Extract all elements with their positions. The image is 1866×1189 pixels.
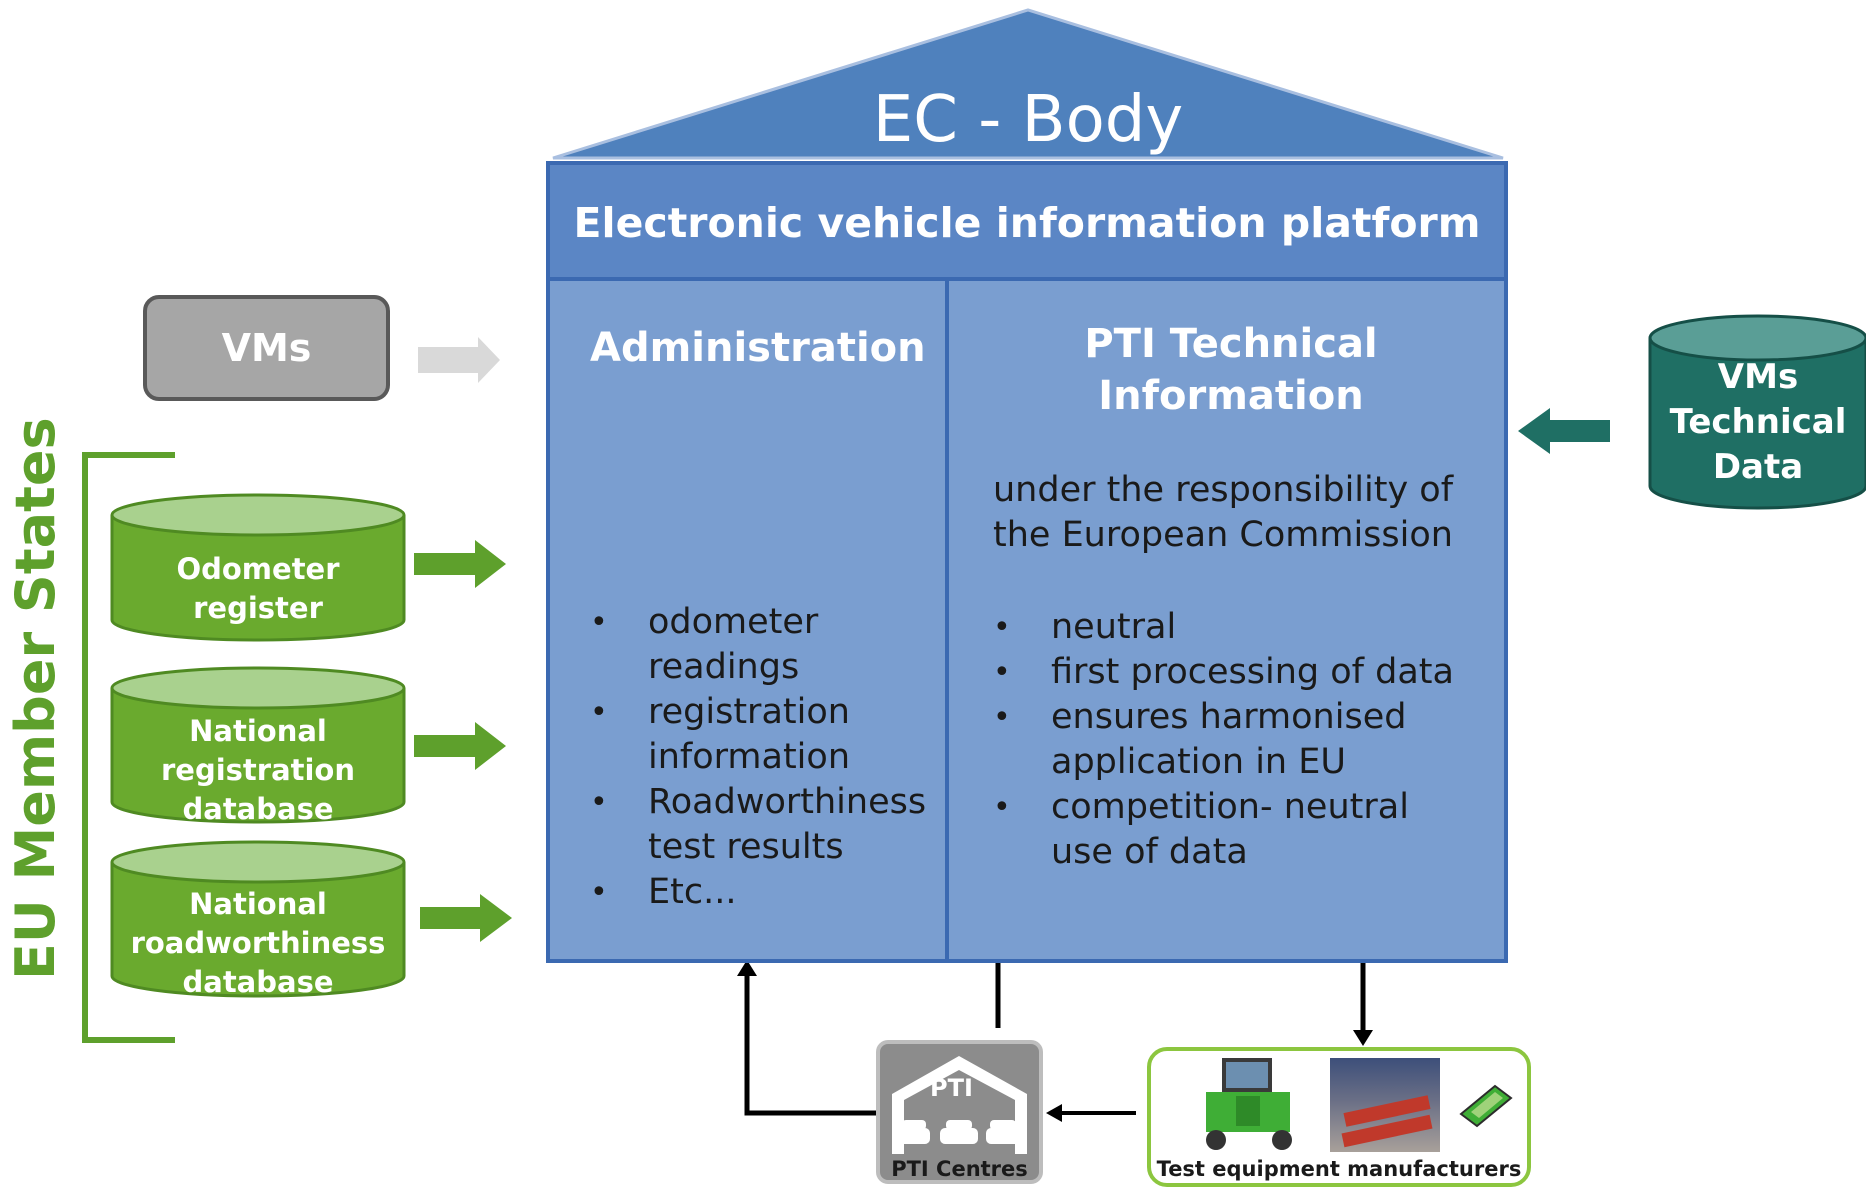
handheld-device-icon: [1459, 1084, 1513, 1128]
cylinder-label-line: registration: [160, 753, 356, 787]
pti-centres-label: PTI Centres: [891, 1157, 1028, 1181]
eu-member-states-text: EU Member States: [4, 417, 67, 980]
vms-box: [143, 295, 390, 401]
cylinder-label-line: database: [182, 965, 334, 999]
pti-technical-title-line1: PTI Technical: [1084, 321, 1378, 367]
national-registration-label: National registration database: [112, 712, 404, 829]
connector-down-arrowhead: [1353, 1030, 1373, 1046]
administration-item: odometer readings: [590, 600, 935, 690]
pti-technical-description: under the responsibility of the European…: [993, 470, 1454, 555]
cylinder-label-line: National: [189, 887, 327, 921]
administration-item: registration information: [590, 690, 935, 780]
roof-shape: [552, 8, 1504, 160]
pti-technical-title-line2: Information: [1098, 373, 1364, 419]
cylinder-label-line: roadworthiness: [130, 926, 386, 960]
vms-technical-data-line: Technical: [1669, 402, 1847, 442]
platform-title: Electronic vehicle information platform: [573, 199, 1481, 247]
national-roadworthiness-label: National roadworthiness database: [112, 885, 404, 1002]
registration-arrow: [414, 722, 506, 770]
administration-title: Administration: [590, 325, 926, 371]
platform-header: [550, 165, 1504, 281]
brake-tester-machine-icon: [1206, 1058, 1292, 1150]
cylinder-label-line: database: [182, 792, 334, 826]
technical-data-arrow: [1518, 408, 1610, 454]
pti-technical-item: first processing of data: [993, 650, 1473, 695]
administration-item: Etc...: [590, 870, 935, 915]
pti-technical-item: competition- neutral use of data: [993, 785, 1473, 875]
odometer-arrow: [414, 540, 506, 588]
test-equipment-label: Test equipment manufacturers: [1156, 1157, 1522, 1181]
eu-bracket: [82, 452, 175, 1043]
vms-technical-data-line: VMs: [1717, 357, 1799, 397]
pti-garage-icon: [892, 1056, 1027, 1154]
pti-technical-title: PTI Technical Information: [975, 318, 1487, 422]
cylinder-label-line: Odometer: [176, 552, 340, 586]
vms-label: VMs: [221, 326, 312, 370]
cylinder-vms-technical-data: [1648, 314, 1866, 510]
administration-list: odometer readings registration informati…: [590, 600, 935, 915]
cylinder-label-line: National: [189, 714, 327, 748]
pti-technical-item: ensures harmonised application in EU: [993, 695, 1473, 785]
cylinder-label-line: register: [193, 591, 323, 625]
connector-up-arrowhead: [737, 960, 757, 976]
cylinder-national-registration: [110, 666, 406, 824]
column-divider: [945, 281, 949, 959]
cylinder-odometer: [110, 493, 406, 642]
odometer-register-label: Odometer register: [112, 550, 404, 628]
vms-technical-data-line: Data: [1712, 447, 1804, 487]
pti-technical-item: neutral: [993, 605, 1473, 650]
cylinder-national-roadworthiness: [110, 840, 406, 998]
administration-item: Roadworthiness test results: [590, 780, 935, 870]
connector-pti-to-platform: [744, 968, 876, 1116]
roof-title: EC - Body: [872, 83, 1184, 157]
roadworthiness-arrow: [420, 894, 512, 942]
pti-technical-list: neutral first processing of data ensures…: [993, 605, 1473, 875]
test-lane-photo: [1330, 1058, 1440, 1152]
pti-mark: PTI: [930, 1074, 973, 1102]
vms-arrow: [418, 337, 500, 383]
vms-technical-data-label: VMs Technical Data: [1648, 355, 1866, 490]
connector-left-arrowhead: [1046, 1104, 1062, 1122]
